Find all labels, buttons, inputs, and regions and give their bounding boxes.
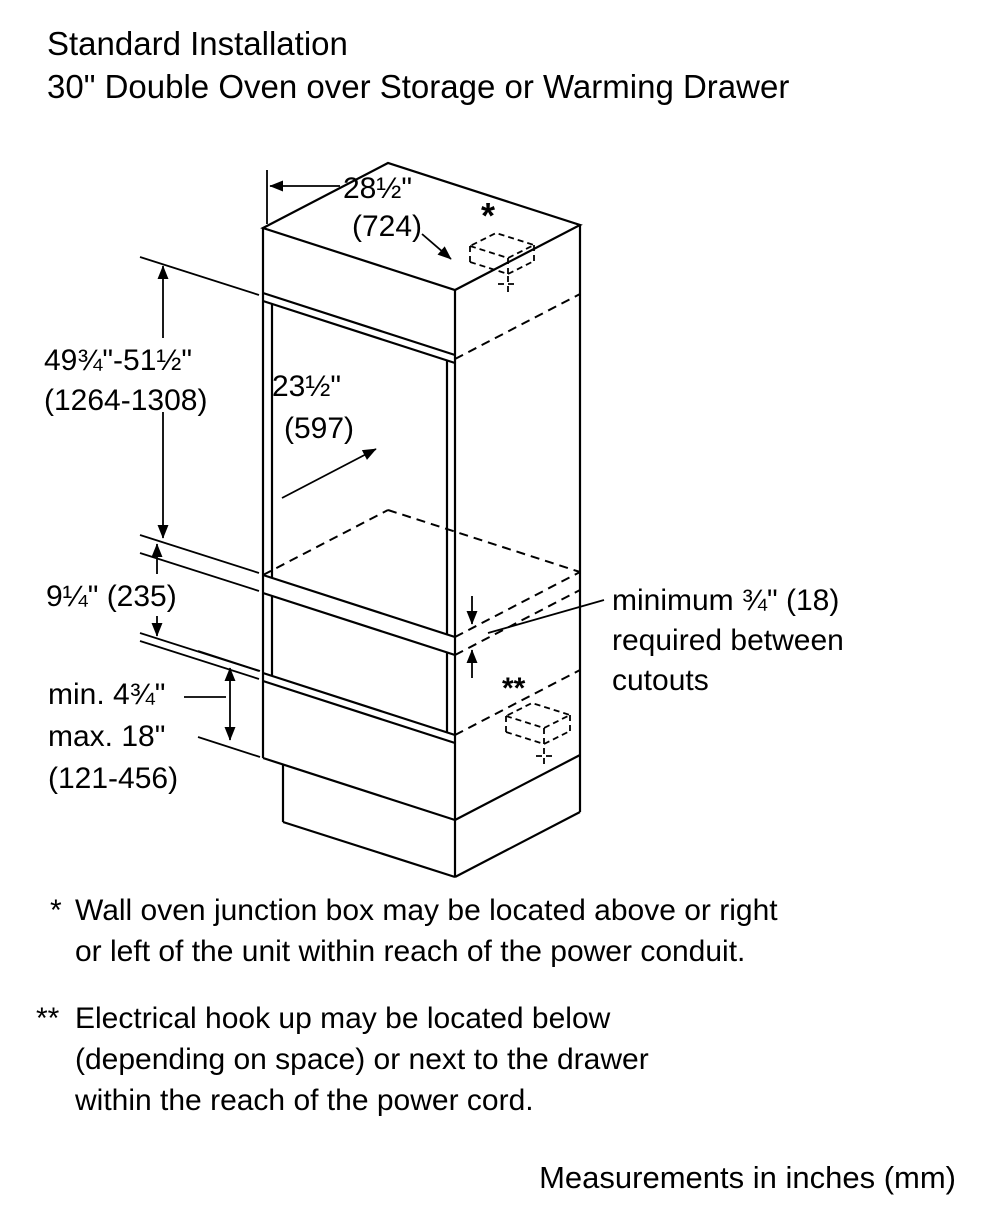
gap-note-line-3: cutouts bbox=[612, 664, 709, 697]
dim-width-inches: 28½" bbox=[343, 172, 412, 205]
dim-depth-inches: 23½" bbox=[272, 370, 341, 403]
junction-box-marker: * bbox=[481, 195, 495, 236]
dim-drawer-height: 9¼" (235) bbox=[46, 580, 177, 613]
footnote-1-marker: * bbox=[50, 894, 62, 927]
dim-depth-mm: (597) bbox=[284, 412, 354, 445]
dim-width-mm: (724) bbox=[352, 210, 422, 243]
dim-cutout-height-mm: (1264-1308) bbox=[44, 384, 207, 417]
page-title: Standard Installation 30" Double Oven ov… bbox=[47, 22, 789, 108]
units-note: Measurements in inches (mm) bbox=[539, 1160, 956, 1195]
footnote-2-marker: ** bbox=[36, 1002, 60, 1035]
title-line-1: Standard Installation bbox=[47, 25, 348, 62]
footnote-2-line-3: within the reach of the power cord. bbox=[75, 1084, 534, 1117]
dim-bottom-max: max. 18" bbox=[48, 720, 165, 753]
title-line-2: 30" Double Oven over Storage or Warming … bbox=[47, 68, 790, 105]
junction-box-dashed bbox=[467, 232, 537, 292]
dimension-lines bbox=[139, 170, 605, 758]
footnote-2-line-1: Electrical hook up may be located below bbox=[75, 1002, 611, 1035]
footnote-1-line-2: or left of the unit within reach of the … bbox=[75, 935, 746, 968]
footnote-junction-box: * Wall oven junction box may be located … bbox=[50, 890, 778, 972]
dim-cutout-height-inches: 49¾"-51½" bbox=[44, 344, 192, 377]
gap-note-line-1: minimum ¾" (18) bbox=[612, 584, 839, 617]
dim-bottom-min: min. 4¾" bbox=[48, 678, 165, 711]
footnote-2-text: Electrical hook up may be located below … bbox=[75, 998, 649, 1121]
footnote-electrical: ** Electrical hook up may be located bel… bbox=[36, 998, 649, 1121]
footnote-2-line-2: (depending on space) or next to the draw… bbox=[75, 1043, 649, 1076]
electrical-box-dashed bbox=[503, 702, 573, 764]
gap-note-line-2: required between bbox=[612, 624, 844, 657]
electrical-box-marker: ** bbox=[502, 672, 526, 705]
footnote-1-line-1: Wall oven junction box may be located ab… bbox=[75, 894, 778, 927]
hidden-edges-dashed bbox=[262, 293, 581, 736]
footnote-1-text: Wall oven junction box may be located ab… bbox=[75, 890, 778, 972]
cabinet-outline bbox=[260, 161, 583, 879]
dim-bottom-mm: (121-456) bbox=[48, 762, 178, 795]
